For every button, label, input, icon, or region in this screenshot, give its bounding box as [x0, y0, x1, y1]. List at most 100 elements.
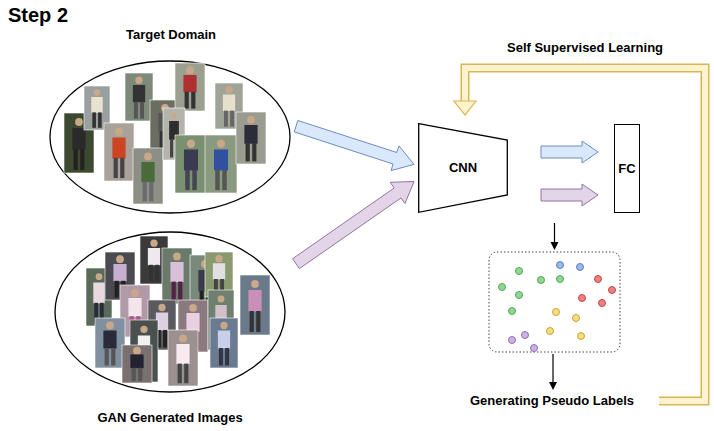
node-shape [463, 250, 641, 412]
cluster-dot [499, 284, 506, 291]
cluster-box [489, 252, 620, 352]
person-head [116, 255, 124, 263]
person-head [135, 77, 142, 84]
arrowhead [551, 242, 559, 250]
node-label: GAN Generated Images [52, 410, 288, 426]
cluster-dot [516, 292, 523, 299]
person-body [213, 263, 225, 279]
photo-ground [205, 135, 237, 193]
photo-ground [125, 73, 153, 121]
cluster-dot [531, 345, 538, 352]
flow-arrow [552, 354, 553, 383]
person-leg [178, 364, 182, 384]
person-head [171, 113, 177, 119]
person-head [225, 86, 232, 93]
connector [541, 141, 598, 163]
person-body [223, 95, 235, 112]
person-leg [225, 348, 229, 366]
person-photo [175, 135, 207, 193]
fc-outline [615, 125, 640, 213]
person-body [103, 331, 116, 349]
cluster-dot [573, 315, 580, 322]
person-head [115, 128, 123, 136]
fat-arrow [294, 121, 414, 171]
person-leg [256, 311, 260, 332]
person-leg [120, 158, 124, 178]
person-leg [250, 311, 254, 332]
person-body [91, 97, 102, 113]
person-leg [115, 281, 119, 298]
photo-ground [104, 123, 134, 181]
person-leg [219, 348, 223, 366]
person-head [150, 240, 157, 247]
person-photo [175, 63, 205, 111]
person-body [183, 75, 196, 92]
connector [551, 223, 559, 250]
person-head [215, 255, 222, 262]
person-leg [170, 139, 173, 157]
node-shape [52, 230, 288, 428]
node-label: CNN [449, 160, 477, 176]
person-body [186, 313, 199, 332]
gan-ellipse: GAN Generated Images [52, 230, 288, 428]
person-leg [138, 368, 142, 381]
person-body [113, 264, 126, 281]
person-head [131, 289, 139, 297]
cluster-dot [509, 337, 516, 344]
person-body [112, 138, 125, 159]
person-leg [184, 364, 188, 384]
fc-box: FC [614, 124, 640, 213]
person-head [218, 296, 225, 303]
person-leg [92, 112, 96, 127]
cluster-dot [538, 277, 545, 284]
person-body [72, 128, 85, 150]
cluster-dot [557, 276, 564, 283]
person-photo [104, 123, 134, 181]
photo-ground [240, 275, 270, 335]
photo-ground [168, 330, 198, 386]
connector [541, 184, 598, 206]
person-body [148, 248, 160, 265]
cluster-dot [509, 308, 516, 315]
person-head [133, 347, 141, 355]
loop-arrowhead [454, 101, 476, 115]
person-leg [105, 348, 109, 366]
person-photo [240, 275, 270, 335]
person-photo [205, 135, 237, 193]
arrow-line [554, 223, 555, 243]
person-leg [134, 102, 138, 119]
person-leg [132, 368, 136, 381]
person-photo [210, 318, 238, 368]
person-head [96, 273, 103, 280]
connector [293, 182, 414, 269]
person-leg [215, 170, 219, 190]
person-head [189, 304, 197, 312]
person-leg [172, 282, 176, 302]
person-head [251, 280, 259, 288]
loop-fill [465, 68, 705, 401]
photo-ground [133, 148, 163, 204]
cluster-dot [553, 309, 560, 316]
person-leg [149, 265, 153, 282]
flow-arrowhead [549, 382, 557, 390]
person-head [75, 118, 83, 126]
cnn-outline [419, 124, 508, 213]
node-shape [48, 22, 294, 215]
person-body [244, 125, 257, 144]
person-leg [143, 182, 147, 202]
person-leg [111, 348, 115, 366]
photo-ground [175, 63, 205, 111]
person-photo [168, 330, 198, 386]
person-photo [162, 248, 192, 304]
fat-arrow [541, 141, 598, 163]
person-leg [230, 111, 234, 127]
person-body [184, 150, 198, 171]
person-head [179, 335, 187, 343]
person-head [173, 253, 181, 261]
person-photo [95, 318, 125, 368]
cluster-dot [557, 262, 564, 269]
person-head [220, 322, 227, 329]
person-photo [133, 148, 163, 204]
person-photo [122, 345, 152, 383]
